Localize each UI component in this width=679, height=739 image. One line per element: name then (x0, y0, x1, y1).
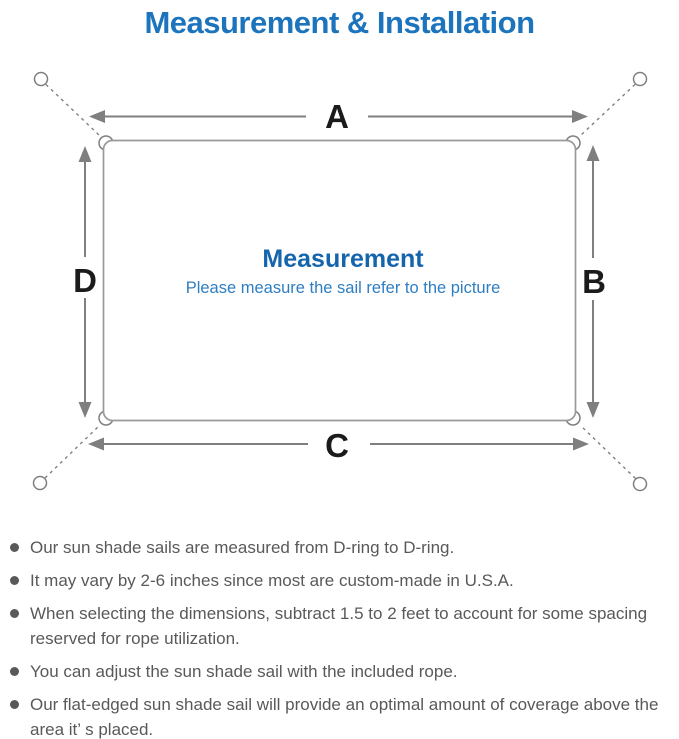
dim-label-a: A (325, 98, 349, 135)
note-text: You can adjust the sun shade sail with t… (30, 662, 458, 681)
bullet-icon (10, 609, 19, 618)
note-text: It may vary by 2-6 inches since most are… (30, 571, 514, 590)
anchor-circle-top-left (33, 71, 49, 87)
dim-d-arrowhead-down (78, 402, 92, 418)
dim-c-arrowhead-left (88, 437, 104, 451)
note-text: When selecting the dimensions, subtract … (30, 604, 648, 648)
bullet-icon (10, 667, 19, 676)
list-item: It may vary by 2-6 inches since most are… (10, 568, 675, 593)
dim-label-b: B (582, 263, 606, 300)
anchor-circle-bottom-left (32, 475, 48, 491)
rope-dash-bottom-left (44, 424, 100, 479)
page-title: Measurement & Installation (144, 5, 535, 40)
measurement-notes-list: Our sun shade sails are measured from D-… (0, 535, 679, 739)
rope-dash-bottom-right (580, 424, 636, 480)
dim-a-arrowhead-right (572, 110, 588, 123)
sail-outline (102, 139, 577, 422)
list-item: Our flat-edged sun shade sail will provi… (10, 692, 675, 739)
bullet-icon (10, 700, 19, 709)
dim-d-arrowhead-up (78, 146, 92, 162)
sail-measurement-diagram: A C D B Measurement Please measure the s… (32, 71, 648, 492)
list-item: When selecting the dimensions, subtract … (10, 601, 675, 651)
dim-b-arrowhead-up (586, 145, 600, 161)
dim-label-c: C (325, 427, 349, 464)
anchor-circle-top-right (632, 71, 648, 87)
dim-b-arrowhead-down (586, 402, 600, 418)
dim-label-d: D (73, 262, 97, 299)
rope-dash-top-right (580, 83, 636, 137)
diagram-subheading: Please measure the sail refer to the pic… (186, 279, 501, 297)
diagram-heading: Measurement (262, 245, 424, 273)
list-item: Our sun shade sails are measured from D-… (10, 535, 675, 560)
note-text: Our flat-edged sun shade sail will provi… (30, 695, 659, 739)
anchor-circle-bottom-right (632, 476, 648, 492)
list-item: You can adjust the sun shade sail with t… (10, 659, 675, 684)
rope-dash-top-left (45, 83, 100, 137)
bullet-icon (10, 576, 19, 585)
dim-a-arrowhead-left (89, 110, 105, 123)
note-text: Our sun shade sails are measured from D-… (30, 538, 455, 557)
bullet-icon (10, 543, 19, 552)
dim-c-arrowhead-right (573, 437, 589, 451)
